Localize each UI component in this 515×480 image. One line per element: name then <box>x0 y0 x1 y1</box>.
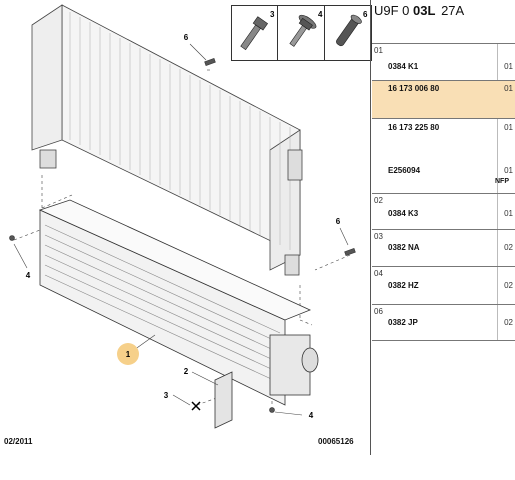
callout-6-right: 6 <box>336 217 341 226</box>
parts-table: 01 0384 K1 01 16 173 006 80 01 16 173 22… <box>372 43 515 340</box>
part-number[interactable]: 0382 HZ <box>388 281 419 290</box>
row-qty: 02 <box>504 243 513 252</box>
exploded-parts-diagram: 1 2 3 4 4 6 6 <box>9 4 356 429</box>
model-header: U9F 0 03L 27A <box>372 0 515 22</box>
intercooler <box>38 199 319 429</box>
part-note: NFP <box>495 178 509 185</box>
row-qty: 02 <box>504 318 513 327</box>
row-qty: 01 <box>504 166 513 175</box>
part-number[interactable]: 16 173 006 80 <box>388 84 440 93</box>
row-qty: 02 <box>504 281 513 290</box>
part-number[interactable]: 0384 K1 <box>388 62 419 71</box>
fastener-6-label: 6 <box>363 10 368 19</box>
fastener-4-label: 4 <box>318 10 323 19</box>
row-index: 04 <box>374 269 383 278</box>
model-bold-code: 03L <box>413 3 436 18</box>
table-row-highlighted[interactable]: 16 173 006 80 01 <box>372 80 515 119</box>
fasteners <box>9 58 356 413</box>
callout-1-highlight <box>117 343 139 365</box>
plastic-stud-icon: 6 <box>336 10 368 47</box>
row-qty: 01 <box>504 84 513 93</box>
table-row[interactable]: 04 0382 HZ 02 <box>372 266 515 305</box>
callout-1: 1 <box>126 350 131 359</box>
table-bottom-border <box>372 340 515 341</box>
fastener-6-box: 6 <box>324 5 372 61</box>
model-suffix: 27A <box>441 3 465 18</box>
table-row[interactable]: 16 173 225 80 01 <box>372 118 515 167</box>
part-number[interactable]: E256094 <box>388 166 421 175</box>
table-row[interactable]: 06 0382 JP 02 <box>372 304 515 341</box>
table-row[interactable]: 02 0384 K3 01 <box>372 193 515 230</box>
fastener-4-box: 4 <box>277 5 326 61</box>
row-index: 03 <box>374 232 383 241</box>
callout-3: 3 <box>164 391 169 400</box>
bolt-icon: 3 <box>240 10 275 51</box>
row-index: 01 <box>374 46 383 55</box>
callout-4-right: 4 <box>309 411 314 420</box>
row-qty: 01 <box>504 123 513 132</box>
diagram-date: 02/2011 <box>4 437 33 446</box>
qty-column-divider <box>497 43 498 340</box>
clip-marker <box>191 401 201 411</box>
panel-divider <box>370 0 371 455</box>
row-index: 06 <box>374 307 383 316</box>
callout-2: 2 <box>184 367 189 376</box>
part-number[interactable]: 16 173 225 80 <box>388 123 440 132</box>
callout-6-top: 6 <box>184 33 189 42</box>
row-qty: 01 <box>504 62 513 71</box>
fastener-3-box: 3 <box>231 5 279 61</box>
part-number[interactable]: 0384 K3 <box>388 209 419 218</box>
model-prefix: U9F 0 <box>374 3 410 18</box>
row-qty: 01 <box>504 209 513 218</box>
radiator <box>31 4 303 276</box>
part-number[interactable]: 0382 NA <box>388 243 420 252</box>
table-row[interactable]: 01 0384 K1 01 <box>372 43 515 81</box>
table-row[interactable]: E256094 01 NFP <box>372 166 515 193</box>
row-index: 02 <box>374 196 383 205</box>
callout-4-left: 4 <box>26 271 31 280</box>
table-row[interactable]: 03 0382 NA 02 <box>372 229 515 267</box>
part-number[interactable]: 0382 JP <box>388 318 418 327</box>
diagram-reference: 00065126 <box>318 437 354 446</box>
flanged-screw-icon: 4 <box>289 10 323 47</box>
fastener-3-label: 3 <box>270 10 275 19</box>
